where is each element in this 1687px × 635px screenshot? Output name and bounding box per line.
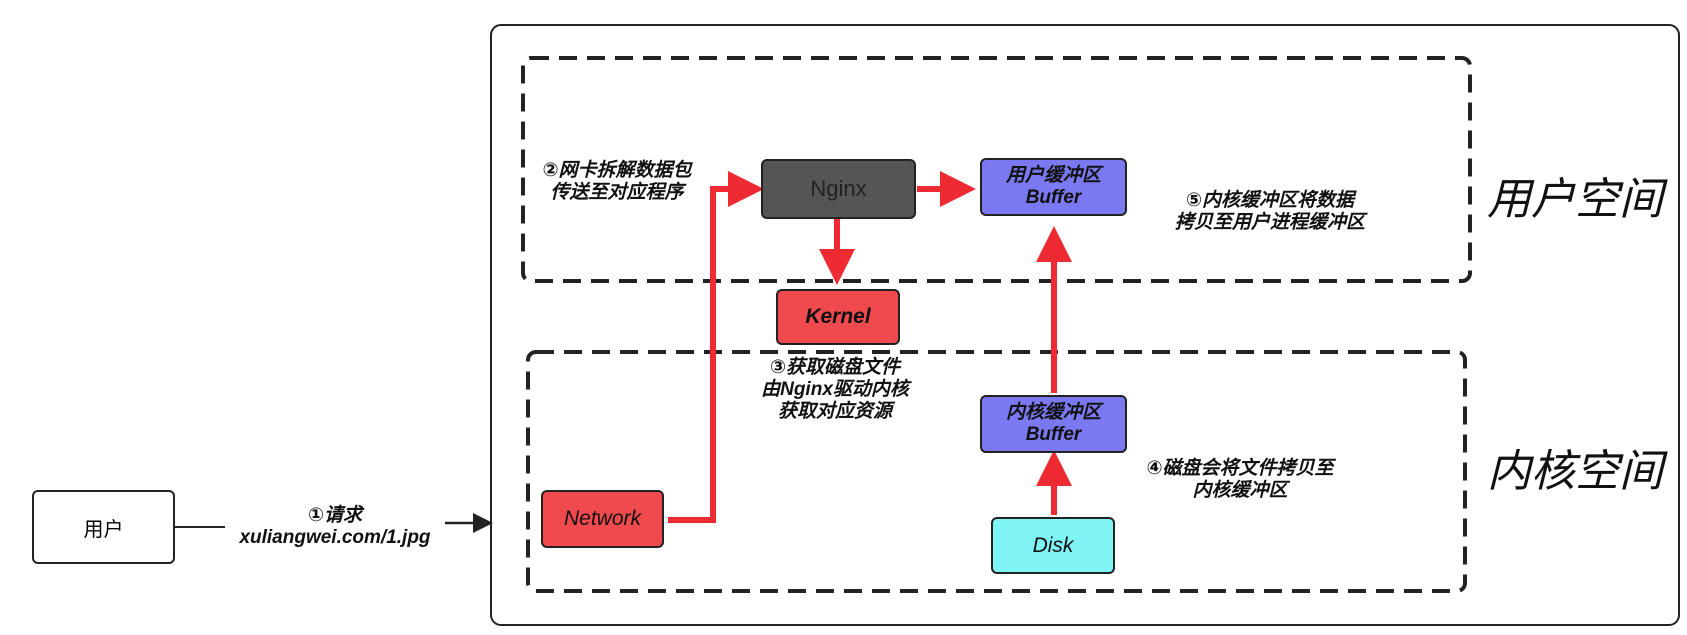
nginx-node-label: Nginx <box>810 176 867 201</box>
request-label: ①请求 xuliangwei.com/1.jpg <box>215 505 455 549</box>
kernel-node-label: Kernel <box>805 305 871 328</box>
step4-label-line1: ④磁盘会将文件拷贝至 <box>1146 458 1334 479</box>
network-to-nginx-arrow <box>668 171 764 523</box>
network-node-label: Network <box>563 507 642 530</box>
step4-label: ④磁盘会将文件拷贝至 内核缓冲区 <box>1125 458 1355 502</box>
network-node: Network <box>541 490 664 548</box>
step2-label-line1: ②网卡拆解数据包 <box>542 160 692 181</box>
disk-node: Disk <box>991 517 1115 574</box>
step5-label-line2: 拷贝至用户进程缓冲区 <box>1174 212 1365 233</box>
request-label-line1: ①请求 <box>307 505 363 526</box>
user-space-title: 用户空间 <box>1487 175 1663 224</box>
kernel-node: Kernel <box>776 289 900 345</box>
request-label-line2: xuliangwei.com/1.jpg <box>239 527 431 548</box>
nginx-node: Nginx <box>761 159 916 219</box>
user-box: 用户 <box>32 490 175 564</box>
step3-label-line3: 获取对应资源 <box>777 401 892 422</box>
step3-label-line1: ③获取磁盘文件 <box>769 357 901 378</box>
user-space-region <box>521 56 1472 283</box>
kernel-buffer-line1: 内核缓冲区 <box>1005 402 1101 423</box>
step5-label-line1: ⑤内核缓冲区将数据 <box>1185 190 1355 211</box>
server-container <box>490 24 1680 626</box>
step2-label: ②网卡拆解数据包 传送至对应程序 <box>527 160 707 204</box>
step3-label: ③获取磁盘文件 由Nginx驱动内核 获取对应资源 <box>730 357 940 423</box>
kernel-buffer-line2: Buffer <box>1025 424 1082 445</box>
kernel-space-region <box>526 350 1467 593</box>
user-box-label: 用户 <box>83 518 124 541</box>
disk-node-label: Disk <box>1032 533 1074 557</box>
kernel-buffer-node: 内核缓冲区 Buffer <box>980 395 1127 453</box>
kernel-space-title: 内核空间 <box>1487 447 1663 496</box>
step4-label-line2: 内核缓冲区 <box>1192 480 1288 501</box>
user-buffer-node: 用户缓冲区 Buffer <box>980 158 1127 216</box>
step2-label-line2: 传送至对应程序 <box>550 182 684 203</box>
user-buffer-line2: Buffer <box>1025 187 1082 208</box>
user-buffer-line1: 用户缓冲区 <box>1005 165 1101 186</box>
step3-label-line2: 由Nginx驱动内核 <box>761 379 909 400</box>
step5-label: ⑤内核缓冲区将数据 拷贝至用户进程缓冲区 <box>1150 190 1390 234</box>
